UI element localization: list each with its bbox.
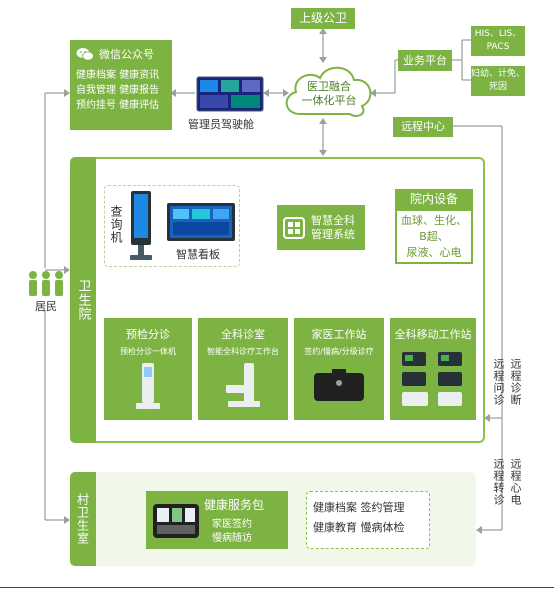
cockpit-screen [196, 76, 264, 112]
business-platform-box: 业务平台 [398, 50, 452, 71]
village-service-record: 健康档案 [313, 501, 357, 514]
health-kit-item-2: 慢病随访 [212, 533, 252, 544]
wechat-item-health-news: 健康资讯 [119, 70, 160, 81]
station-gp-room-sub: 智能全科诊疗工作台 [207, 347, 279, 356]
platform-cloud: 医卫融合 一体化平台 [280, 60, 378, 124]
health-kit-title: 健康服务包 [204, 498, 265, 512]
hospital-devices-item-2: B超、 [419, 230, 449, 243]
resident-group: 居民 [22, 270, 70, 314]
kiosk-label: 查询机 [109, 205, 123, 244]
platform-line-2: 一体化平台 [301, 94, 357, 107]
smart-gp-line-2: 管理系统 [311, 227, 355, 241]
kiosk-device [126, 190, 156, 262]
business-platform-label: 业务平台 [403, 54, 447, 67]
monitor-icon [167, 203, 235, 241]
platform-line-1: 医卫融合 [307, 80, 351, 93]
cloud-icon [285, 66, 372, 117]
wechat-item-appointment: 预约挂号 [76, 100, 116, 111]
remote-referral-label: 远程转诊 [492, 458, 505, 506]
women-line-2: 死因 [488, 82, 507, 92]
village-service-education: 健康教育 [313, 521, 357, 534]
triage-machine-icon [136, 363, 160, 409]
village-services: 健康档案 签约管理 健康教育 慢病体检 [306, 491, 430, 549]
wechat-item-health-eval: 健康评估 [119, 100, 160, 111]
station-gp-room: 全科诊室 智能全科诊疗工作台 [198, 318, 288, 420]
remote-ecg: 远程心电 [507, 458, 523, 510]
women-line-1: 妇幼、计免、 [471, 69, 526, 79]
remote-diagnosis: 远程诊断 [507, 358, 523, 410]
hospital-devices-item-3: 尿液、心电 [406, 246, 462, 259]
health-station-side: 卫生院 [70, 157, 96, 443]
people-icon [29, 271, 63, 296]
village-service-checkup: 慢病体检 [360, 521, 405, 534]
hospital-devices-title: 院内设备 [409, 192, 458, 206]
station-triage-sub: 预检分诊一体机 [120, 347, 176, 356]
remote-ecg-label: 远程心电 [509, 458, 522, 506]
station-triage-title: 预检分诊 [126, 328, 170, 341]
mobile-devices-icon [402, 352, 462, 406]
hospital-devices-item-1: 血球、生化、 [401, 214, 467, 227]
smart-gp-box: 智慧全科 管理系统 [277, 205, 365, 250]
smart-dashboard-device [166, 202, 236, 242]
remote-consult-label: 远程问诊 [492, 358, 505, 406]
grid-icon [283, 216, 305, 239]
remote-referral: 远程转诊 [490, 458, 506, 510]
wechat-item-health-record: 健康档案 [76, 70, 116, 81]
village-service-sign: 签约管理 [360, 501, 405, 514]
his-line-2: PACS [486, 42, 510, 52]
health-station-label: 卫生院 [75, 279, 91, 321]
station-triage: 预检分诊 预检分诊一体机 [104, 318, 192, 420]
kiosk-label-wrap: 查询机 [108, 205, 123, 248]
hospital-devices-list: 血球、生化、 B超、 尿液、心电 [395, 209, 473, 264]
women-box: 妇幼、计免、 死因 [471, 66, 525, 96]
remote-center-box: 远程中心 [393, 117, 453, 137]
gp-workstation-icon [226, 363, 260, 407]
smart-gp-line-1: 智慧全科 [311, 213, 355, 227]
station-mobile-title: 全科移动工作站 [394, 328, 472, 341]
station-family-doctor-title: 家医工作站 [311, 328, 367, 341]
his-box: HIS、LIS、 PACS [471, 26, 525, 56]
remote-diagnosis-label: 远程诊断 [509, 358, 522, 406]
wechat-icon [76, 48, 94, 61]
station-mobile: 全科移动工作站 [390, 318, 476, 420]
cockpit-label: 管理员驾驶舱 [188, 118, 254, 131]
his-line-1: HIS、LIS、 [474, 29, 522, 39]
wechat-item-self-manage: 自我管理 [76, 85, 116, 96]
health-kit-box: 健康服务包 家医签约 慢病随访 [146, 491, 288, 549]
station-family-doctor: 家医工作站 签约/慢病/分级诊疗 [294, 318, 384, 420]
bottom-divider [0, 587, 554, 588]
smart-dashboard-label: 智慧看板 [176, 248, 220, 261]
dashboard-screen-icon [196, 76, 264, 112]
village-side: 村卫生室 [70, 472, 96, 566]
station-family-doctor-sub: 签约/慢病/分级诊疗 [304, 347, 374, 356]
wechat-panel: 微信公众号 健康档案 健康资讯 自我管理 健康报告 预约挂号 健康评估 [70, 40, 172, 130]
remote-consult: 远程问诊 [490, 358, 506, 410]
wechat-item-health-report: 健康报告 [119, 85, 160, 96]
superior-health-label: 上级公卫 [298, 11, 347, 25]
medical-case-icon [314, 369, 364, 401]
wechat-title: 微信公众号 [99, 48, 154, 61]
resident-label: 居民 [35, 300, 57, 313]
remote-center-label: 远程中心 [401, 120, 445, 133]
health-kit-item-1: 家医签约 [212, 519, 252, 530]
superior-health-box: 上级公卫 [291, 8, 355, 29]
hospital-devices-title-box: 院内设备 [395, 189, 473, 209]
kiosk-dashboard-group [104, 185, 240, 267]
village-label: 村卫生室 [75, 493, 90, 545]
station-gp-room-title: 全科诊室 [221, 328, 265, 341]
health-kit-icon [153, 504, 199, 538]
kiosk-icon [130, 191, 152, 260]
